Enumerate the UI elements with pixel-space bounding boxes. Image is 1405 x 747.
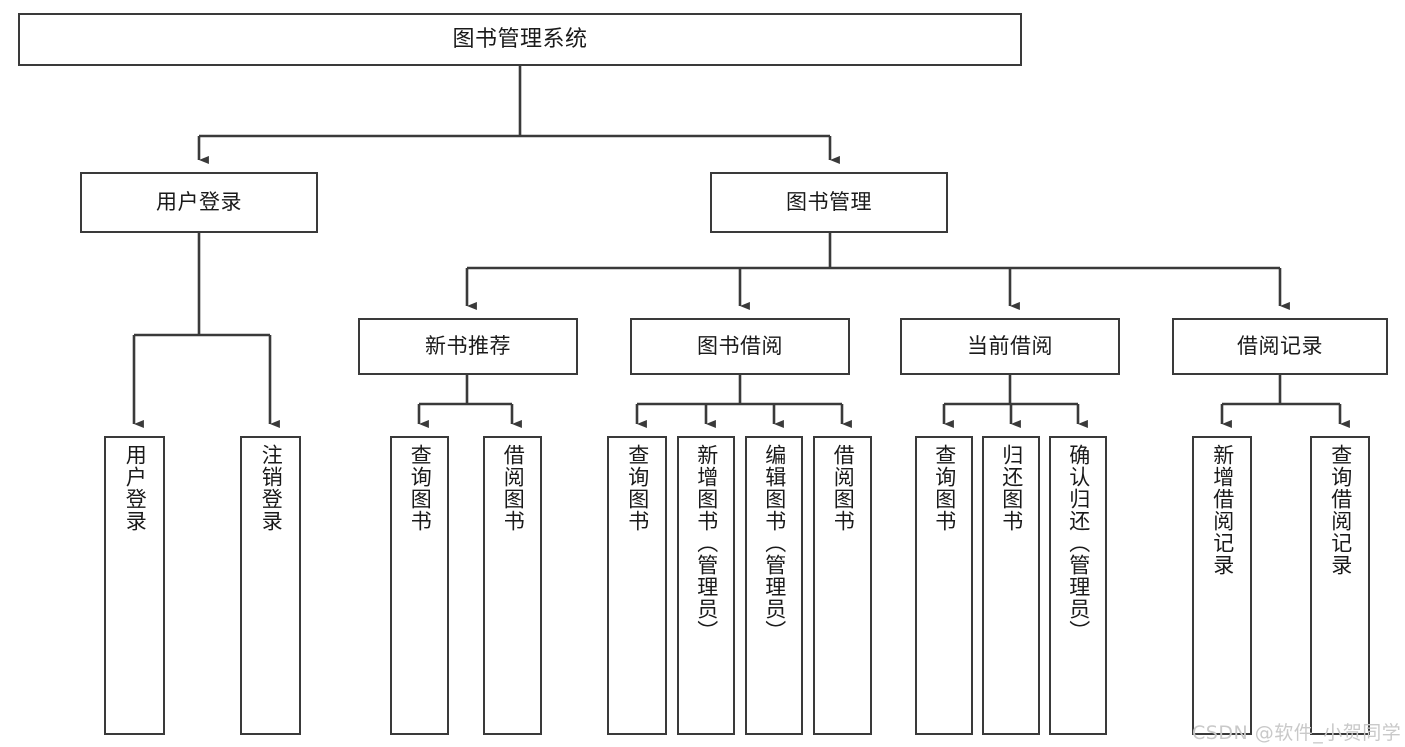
node-label: 图书管理系统 xyxy=(452,26,588,52)
node-leaf-borrow-book-2[interactable]: 借阅图书 xyxy=(813,436,872,735)
node-leaf-query-book-3[interactable]: 查询图书 xyxy=(915,436,973,735)
node-label: 查询图书 xyxy=(408,444,433,532)
node-label: 用户登录 xyxy=(156,190,242,215)
node-label: 借阅图书 xyxy=(501,444,526,532)
node-label: 确认归还（管理员） xyxy=(1066,444,1091,642)
node-leaf-return-book[interactable]: 归还图书 xyxy=(982,436,1040,735)
node-user-login[interactable]: 用户登录 xyxy=(80,172,318,233)
node-label: 查询借阅记录 xyxy=(1328,444,1353,576)
node-root-system[interactable]: 图书管理系统 xyxy=(18,13,1022,66)
node-leaf-borrow-book-1[interactable]: 借阅图书 xyxy=(483,436,542,735)
node-label: 借阅图书 xyxy=(831,444,856,532)
node-label: 用户登录 xyxy=(123,444,148,532)
node-label: 新增图书（管理员） xyxy=(694,444,719,642)
node-book-borrow[interactable]: 图书借阅 xyxy=(630,318,850,375)
node-borrow-record[interactable]: 借阅记录 xyxy=(1172,318,1388,375)
node-label: 编辑图书（管理员） xyxy=(762,444,787,642)
node-new-book-recommend[interactable]: 新书推荐 xyxy=(358,318,578,375)
node-label: 查询图书 xyxy=(932,444,957,532)
node-leaf-query-book-2[interactable]: 查询图书 xyxy=(607,436,667,735)
node-label: 图书借阅 xyxy=(697,334,783,359)
node-label: 借阅记录 xyxy=(1237,334,1323,359)
node-leaf-add-borrow-record[interactable]: 新增借阅记录 xyxy=(1192,436,1252,735)
node-leaf-query-book-1[interactable]: 查询图书 xyxy=(390,436,449,735)
csdn-watermark: CSDN @软件_小贺同学 xyxy=(1192,722,1402,744)
node-label: 查询图书 xyxy=(625,444,650,532)
node-label: 新书推荐 xyxy=(425,334,511,359)
node-leaf-logout[interactable]: 注销登录 xyxy=(240,436,301,735)
node-leaf-add-book[interactable]: 新增图书（管理员） xyxy=(677,436,735,735)
node-leaf-user-login[interactable]: 用户登录 xyxy=(104,436,165,735)
node-leaf-query-borrow-record[interactable]: 查询借阅记录 xyxy=(1310,436,1370,735)
node-leaf-edit-book[interactable]: 编辑图书（管理员） xyxy=(745,436,803,735)
node-label: 注销登录 xyxy=(259,444,284,532)
node-label: 新增借阅记录 xyxy=(1210,444,1235,576)
node-label: 图书管理 xyxy=(786,190,872,215)
node-leaf-confirm-return[interactable]: 确认归还（管理员） xyxy=(1049,436,1107,735)
node-book-manage[interactable]: 图书管理 xyxy=(710,172,948,233)
node-label: 当前借阅 xyxy=(967,334,1053,359)
node-current-borrow[interactable]: 当前借阅 xyxy=(900,318,1120,375)
node-label: 归还图书 xyxy=(999,444,1024,532)
